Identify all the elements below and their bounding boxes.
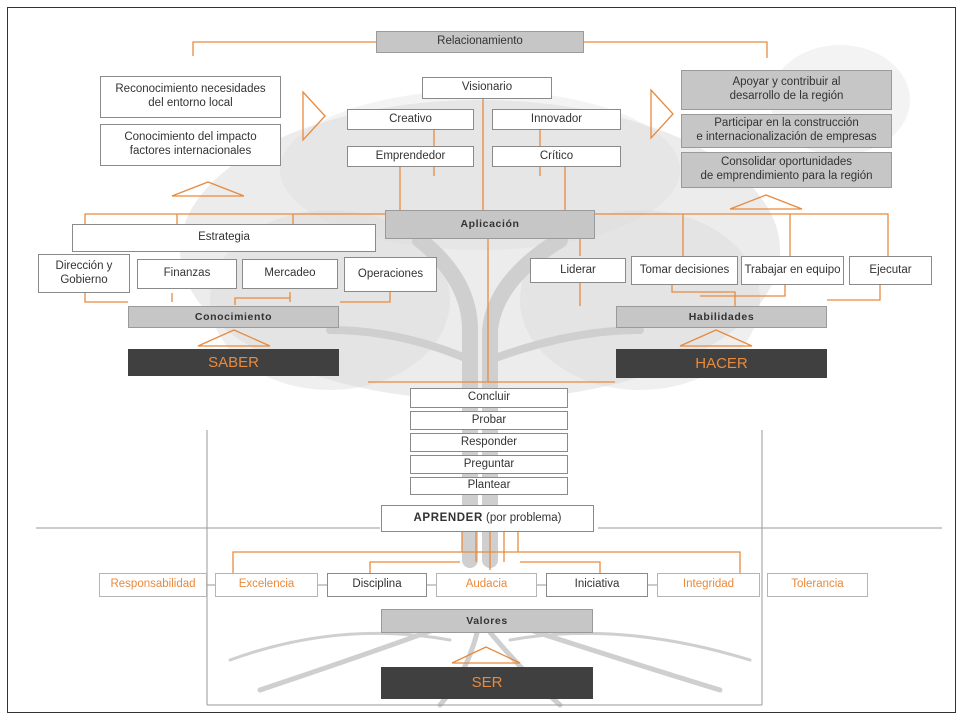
probar-box: Probar bbox=[410, 411, 568, 430]
saber-box: SABER bbox=[128, 349, 339, 376]
valor-responsabilidad: Responsabilidad bbox=[99, 573, 207, 597]
visionario-box: Visionario bbox=[422, 77, 552, 99]
reconocimiento-box: Reconocimiento necesidades del entorno l… bbox=[100, 76, 281, 118]
up-arrow-saber-icon bbox=[197, 329, 271, 347]
ser-box: SER bbox=[381, 667, 593, 699]
finanzas-box: Finanzas bbox=[137, 259, 237, 289]
valor-audacia: Audacia bbox=[436, 573, 537, 597]
up-arrow-ser-icon bbox=[451, 646, 521, 664]
right-arrow-right-icon bbox=[650, 88, 674, 140]
mercadeo-box: Mercadeo bbox=[242, 259, 338, 289]
liderar-box: Liderar bbox=[530, 258, 626, 283]
concluir-box: Concluir bbox=[410, 388, 568, 408]
innovador-box: Innovador bbox=[492, 109, 621, 130]
plantear-box: Plantear bbox=[410, 477, 568, 495]
hacer-box: HACER bbox=[616, 349, 827, 378]
conocimiento-box: Conocimiento bbox=[128, 306, 339, 328]
valor-excelencia: Excelencia bbox=[215, 573, 318, 597]
right-arrow-left-icon bbox=[302, 90, 326, 142]
aprender-sublabel: (por problema) bbox=[482, 511, 562, 524]
habilidades-box: Habilidades bbox=[616, 306, 827, 328]
estrategia-box: Estrategia bbox=[72, 224, 376, 252]
valor-tolerancia: Tolerancia bbox=[767, 573, 868, 597]
tomar-decisiones-box: Tomar decisiones bbox=[631, 256, 738, 285]
diagram-frame bbox=[7, 7, 956, 713]
valor-iniciativa: Iniciativa bbox=[546, 573, 648, 597]
emprendedor-box: Emprendedor bbox=[347, 146, 474, 167]
up-arrow-hacer-icon bbox=[679, 329, 753, 347]
ejecutar-box: Ejecutar bbox=[849, 256, 932, 285]
direccion-gobierno-box: Dirección y Gobierno bbox=[38, 254, 130, 293]
critico-box: Crítico bbox=[492, 146, 621, 167]
conocimiento-impacto-box: Conocimiento del impacto factores intern… bbox=[100, 124, 281, 166]
relacionamiento-box: Relacionamiento bbox=[376, 31, 584, 53]
responder-box: Responder bbox=[410, 433, 568, 452]
aplicacion-box: Aplicación bbox=[385, 210, 595, 239]
valores-box: Valores bbox=[381, 609, 593, 633]
operaciones-box: Operaciones bbox=[344, 257, 437, 292]
up-arrow-right-icon bbox=[729, 194, 803, 210]
trabajar-equipo-box: Trabajar en equipo bbox=[741, 256, 844, 285]
consolidar-box: Consolidar oportunidades de emprendimien… bbox=[681, 152, 892, 188]
up-arrow-left-icon bbox=[171, 181, 245, 197]
valor-disciplina: Disciplina bbox=[327, 573, 427, 597]
aprender-label: APRENDER bbox=[413, 511, 483, 524]
participar-box: Participar en la construcción e internac… bbox=[681, 114, 892, 148]
creativo-box: Creativo bbox=[347, 109, 474, 130]
apoyar-box: Apoyar y contribuir al desarrollo de la … bbox=[681, 70, 892, 110]
valor-integridad: Integridad bbox=[657, 573, 760, 597]
aprender-box: APRENDER (por problema) bbox=[381, 505, 594, 532]
preguntar-box: Preguntar bbox=[410, 455, 568, 474]
